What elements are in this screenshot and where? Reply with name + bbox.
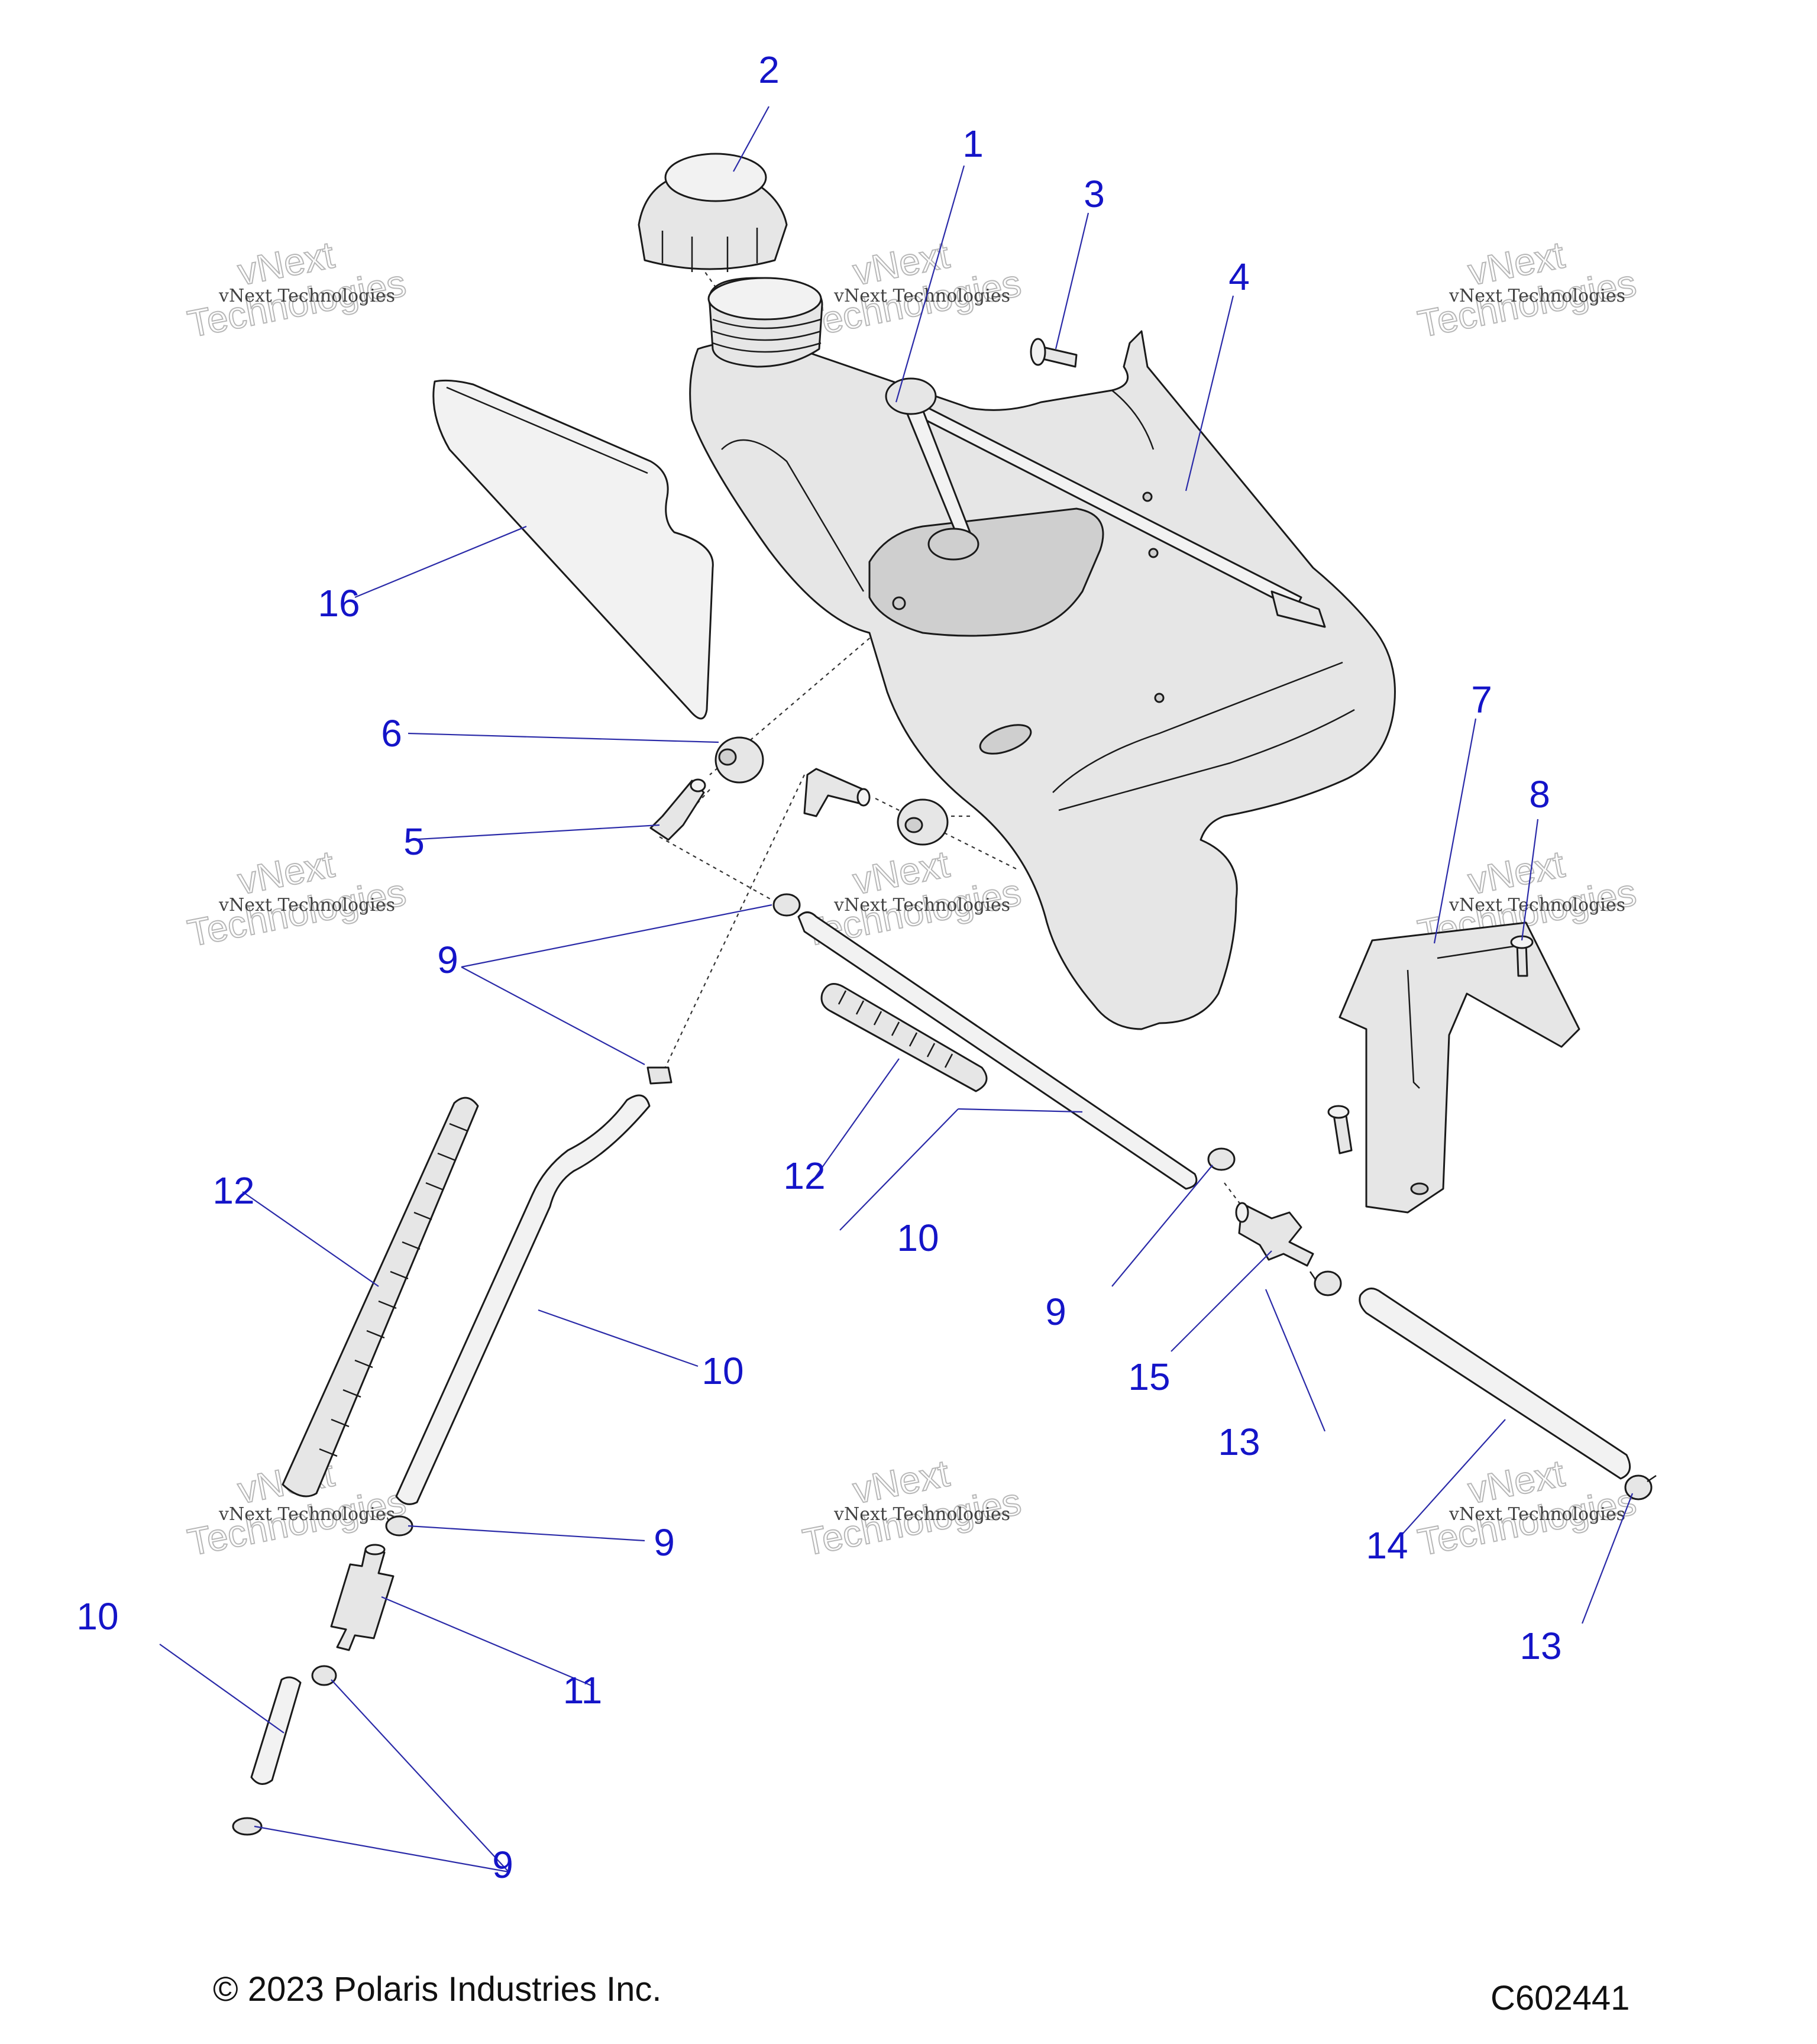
copyright-notice: © 2023 Polaris Industries Inc.	[213, 1970, 662, 2009]
gas-cap	[638, 153, 788, 272]
corrugated-hose-12a	[820, 983, 988, 1092]
hose-10a	[797, 911, 1198, 1190]
callout-9-mid: 9	[654, 1521, 675, 1564]
filler-neck	[707, 277, 823, 368]
callout-13-lower: 13	[1519, 1625, 1561, 1667]
svg-text:vNext Technologies: vNext Technologies	[833, 1504, 1010, 1525]
elbow-fitting-5	[649, 778, 706, 841]
callout-8: 8	[1529, 773, 1550, 816]
bracket-7	[1338, 921, 1580, 1214]
fuel-tank	[689, 330, 1396, 1030]
callout-12-center: 12	[783, 1154, 825, 1197]
clamp-9e	[311, 1665, 337, 1686]
diagram-code: C602441	[1491, 1979, 1630, 2017]
heat-shield	[432, 379, 714, 720]
check-valve-15	[1235, 1202, 1314, 1267]
elbow-fitting-5b	[803, 768, 871, 817]
callouts: 1 2 3 4 5 6 7 8 9 9 9 9 10 10 10 11 12 1…	[76, 48, 1561, 1886]
watermark-top-left: vNext Technologies vNext Technologies	[183, 232, 409, 346]
callout-15: 15	[1128, 1356, 1170, 1398]
callout-1: 1	[962, 122, 984, 165]
callout-10-center: 10	[897, 1217, 939, 1259]
watermark-low-center: vNext Technologies vNext Technologies	[798, 1451, 1024, 1564]
callout-9-bottom: 9	[492, 1844, 513, 1886]
callout-9-upper: 9	[437, 939, 458, 981]
svg-text:vNext Technologies: vNext Technologies	[1449, 286, 1625, 306]
callout-7: 7	[1471, 678, 1492, 721]
callout-5: 5	[403, 820, 425, 863]
fuel-sender	[885, 377, 1326, 628]
hose-10b	[395, 1094, 651, 1505]
screw-3	[1030, 338, 1078, 368]
clamp-9b	[646, 1066, 673, 1085]
clamp-9c	[1207, 1147, 1236, 1171]
callout-9-right: 9	[1045, 1291, 1066, 1333]
svg-text:vNext Technologies: vNext Technologies	[833, 286, 1010, 306]
callout-2: 2	[758, 48, 780, 91]
screw-8	[1510, 935, 1534, 977]
callout-3: 3	[1084, 173, 1105, 215]
callout-10-bottom-left: 10	[76, 1595, 118, 1638]
callout-11: 11	[563, 1669, 602, 1712]
hose-10c	[250, 1676, 302, 1785]
callout-10-left: 10	[701, 1350, 743, 1392]
clamp-13a	[1309, 1270, 1342, 1296]
svg-text:vNext Technologies: vNext Technologies	[218, 286, 395, 306]
fuel-filter-11	[330, 1544, 395, 1651]
watermark-top-center: vNext Technologies vNext Technologies	[798, 232, 1024, 346]
callout-16: 16	[318, 582, 360, 625]
svg-text:vNext Technologies: vNext Technologies	[833, 895, 1010, 916]
watermark-mid-left: vNext Technologies vNext Technologies	[183, 842, 409, 955]
hose-14	[1359, 1288, 1631, 1480]
corrugated-hose-12b	[282, 1097, 479, 1498]
grommet-6	[714, 736, 764, 784]
watermark-top-right: vNext Technologies vNext Technologies	[1414, 232, 1640, 346]
callout-12-left: 12	[212, 1169, 254, 1212]
bolt-bracket	[1327, 1105, 1353, 1154]
grommet-6b	[897, 798, 949, 846]
clamp-9a	[772, 893, 801, 917]
clamp-13b	[1624, 1474, 1657, 1500]
callout-13-upper: 13	[1218, 1421, 1260, 1463]
leader-lines	[159, 106, 1634, 1873]
svg-text:vNext Technologies: vNext Technologies	[218, 1504, 395, 1525]
callout-14: 14	[1366, 1524, 1408, 1567]
callout-6: 6	[381, 712, 402, 755]
callout-4: 4	[1228, 256, 1250, 298]
clamp-9f	[232, 1817, 263, 1836]
svg-text:vNext Technologies: vNext Technologies	[1449, 1504, 1625, 1525]
svg-text:vNext Technologies: vNext Technologies	[218, 895, 395, 916]
svg-text:vNext Technologies: vNext Technologies	[1449, 895, 1625, 916]
